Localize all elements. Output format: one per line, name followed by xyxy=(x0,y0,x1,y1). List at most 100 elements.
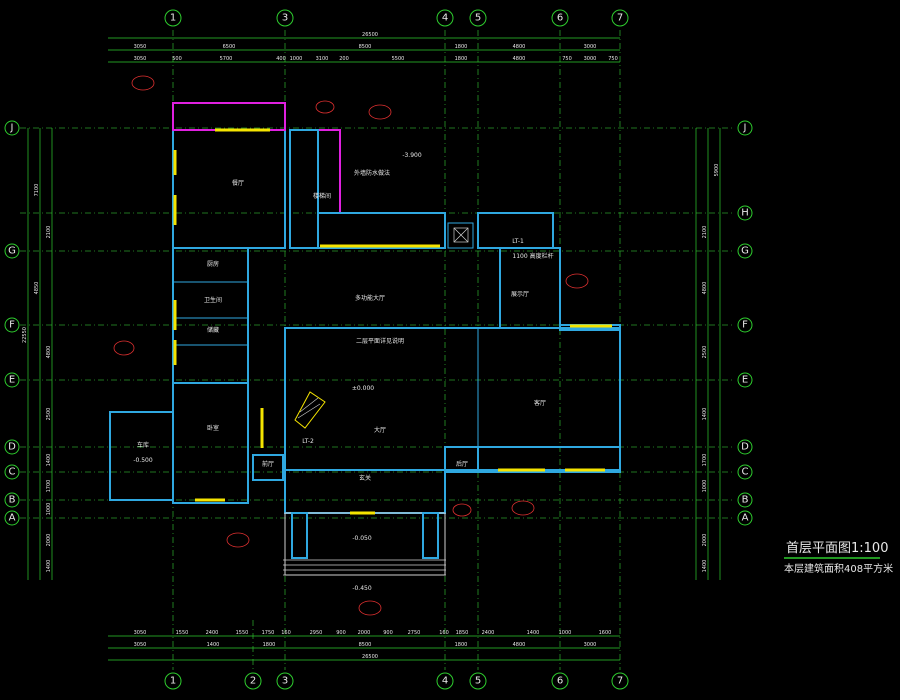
room-label: LT-1 xyxy=(512,238,524,245)
dim-text: 1400 xyxy=(46,454,52,467)
dim-text: 2000 xyxy=(358,630,371,636)
dim-text: 2750 xyxy=(408,630,421,636)
elevation-note: -0.450 xyxy=(352,585,372,592)
room-label: 卧室 xyxy=(207,424,219,432)
dim-text: 22550 xyxy=(22,327,28,343)
room-label: 大厅 xyxy=(374,426,386,434)
dim-text: 1550 xyxy=(236,630,249,636)
dim-text: 5900 xyxy=(714,164,720,177)
title-subtext: 本层建筑面积408平方米 xyxy=(784,562,893,575)
dim-text: 500 xyxy=(172,56,182,62)
dim-text: 1550 xyxy=(176,630,189,636)
axis-label: H xyxy=(741,208,749,219)
dim-text: 3000 xyxy=(584,44,597,50)
axis-label: 7 xyxy=(617,676,623,687)
axis-label: A xyxy=(742,513,749,524)
axis-label: 1 xyxy=(170,13,176,24)
dim-text: 2100 xyxy=(702,226,708,239)
dim-text: 3000 xyxy=(584,642,597,648)
axis-label: 4 xyxy=(442,13,448,24)
axis-label: F xyxy=(742,320,748,331)
room-label: 前厅 xyxy=(262,460,274,468)
axis-label: 4 xyxy=(442,676,448,687)
dim-text: 1800 xyxy=(263,642,276,648)
axis-label: 6 xyxy=(557,13,563,24)
dim-text: 1400 xyxy=(46,560,52,573)
dim-text: 1400 xyxy=(527,630,540,636)
notes: ±0.000 -0.050 -0.450 -3.900 -0.500 二层平面详… xyxy=(133,152,553,592)
dim-text: 2400 xyxy=(482,630,495,636)
room-label: 储藏 xyxy=(207,326,219,334)
title-text: 首层平面图1:100 xyxy=(786,541,888,556)
elevation-note: ±0.000 xyxy=(352,385,374,392)
top-dimensions: 26500 3050 6500 8500 1800 4800 3000 3050… xyxy=(108,32,620,63)
room-label: 卫生间 xyxy=(204,296,222,304)
axis-label: 3 xyxy=(282,13,288,24)
dim-text: 7100 xyxy=(34,184,40,197)
dim-text: 1850 xyxy=(456,630,469,636)
dim-text: 3050 xyxy=(134,44,147,50)
axis-label: 7 xyxy=(617,13,623,24)
dim-text: 4800 xyxy=(46,346,52,359)
axis-label: D xyxy=(741,442,749,453)
room-label: 展示厅 xyxy=(511,291,529,298)
axis-label: G xyxy=(741,246,749,257)
axis-label: B xyxy=(742,495,749,506)
dim-text: 2400 xyxy=(206,630,219,636)
dim-text: 1600 xyxy=(599,630,612,636)
dim-text: 3050 xyxy=(134,642,147,648)
dim-text: 2000 xyxy=(46,534,52,547)
dim-text: 5500 xyxy=(392,56,405,62)
axis-label: J xyxy=(10,123,14,134)
dim-text: 3050 xyxy=(134,56,147,62)
axis-label: C xyxy=(742,467,749,478)
dim-total-top: 26500 xyxy=(362,32,378,38)
dim-text: 4850 xyxy=(34,282,40,295)
room-labels: 餐厅 多功能大厅 展示厅 客厅 大厅 卧室 厨房 卫生间 储藏 玄关 车库 前厅… xyxy=(137,179,546,482)
windows xyxy=(173,128,612,515)
room-label: 多功能大厅 xyxy=(355,294,385,302)
axis-label: F xyxy=(9,320,15,331)
elevation-note: -0.500 xyxy=(133,457,153,464)
bottom-axis-bubbles: 1 2 3 4 5 6 7 xyxy=(164,672,629,690)
note-text: 外墙防水做法 xyxy=(354,169,390,177)
room-label: 楼梯间 xyxy=(313,192,331,200)
dim-text: 4800 xyxy=(702,282,708,295)
axis-label: C xyxy=(9,467,16,478)
axis-label: E xyxy=(9,375,15,386)
dim-text: 2500 xyxy=(46,408,52,421)
dim-text: 900 xyxy=(383,630,393,636)
dim-text: 2100 xyxy=(46,226,52,239)
dim-text: 1800 xyxy=(455,44,468,50)
dim-text: 400 xyxy=(276,56,286,62)
dim-text: 5700 xyxy=(220,56,233,62)
elevation-note: -3.900 xyxy=(402,152,422,159)
room-label: 后厅 xyxy=(456,460,468,468)
axis-label: 5 xyxy=(475,13,481,24)
dim-text: 1400 xyxy=(702,560,708,573)
dim-text: 1750 xyxy=(262,630,275,636)
axis-label: G xyxy=(8,246,16,257)
elevator-icon xyxy=(453,227,469,243)
dim-total-bottom: 26500 xyxy=(362,654,378,660)
room-label: 客厅 xyxy=(534,399,546,407)
dim-text: 1700 xyxy=(702,454,708,467)
room-label: LT-2 xyxy=(302,438,314,445)
dim-text: 6500 xyxy=(223,44,236,50)
dim-text: 3050 xyxy=(134,630,147,636)
drawing-title: 首层平面图1:100 本层建筑面积408平方米 xyxy=(784,541,893,575)
dim-text: 3100 xyxy=(316,56,329,62)
axis-label: 1 xyxy=(170,676,176,687)
dim-text: 1400 xyxy=(207,642,220,648)
dim-text: 4800 xyxy=(513,44,526,50)
vertical-grid-lines xyxy=(172,30,621,670)
room-label: 厨房 xyxy=(207,260,219,268)
room-label: 餐厅 xyxy=(232,179,244,187)
axis-label: 3 xyxy=(282,676,288,687)
dim-text: 2000 xyxy=(702,534,708,547)
dim-text: 1800 xyxy=(455,642,468,648)
right-dimensions: 5900 2100 4800 2500 1400 1700 1000 2000 … xyxy=(695,128,721,580)
dim-text: 2950 xyxy=(310,630,323,636)
stair-icon xyxy=(294,391,326,429)
